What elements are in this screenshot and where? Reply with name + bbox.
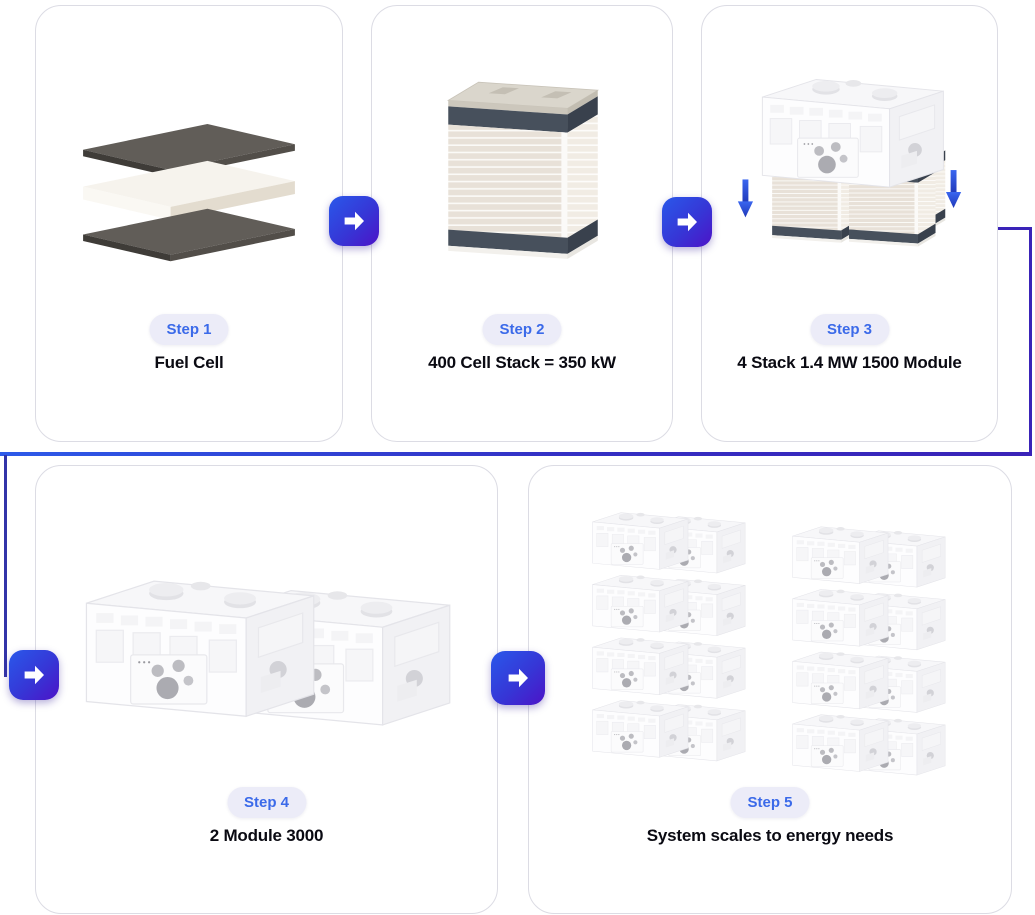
connector-horizontal: [0, 452, 1032, 456]
step-label-2: 400 Cell Stack = 350 kW: [428, 353, 616, 372]
two-modules-illustration: [61, 532, 471, 742]
step-card-2: Step 2 400 Cell Stack = 350 kW: [371, 5, 673, 442]
cell-stack-illustration: [447, 81, 599, 260]
right-arrow-icon: [508, 668, 528, 688]
step-badge-5: Step 5: [730, 787, 810, 818]
module-on-stacks-illustration: [737, 78, 962, 247]
step-card-5: Step 5 System scales to energy needs: [528, 465, 1012, 914]
step-label-3: 4 Stack 1.4 MW 1500 Module: [737, 353, 962, 372]
step-arrow-1-2: [329, 196, 379, 246]
right-arrow-icon: [677, 212, 697, 232]
connector-stub-from-step3: [988, 227, 1032, 230]
fuel-cell-plate-illustration: [83, 124, 295, 262]
module-grid-illustration: [582, 492, 958, 787]
step-arrow-into-4: [9, 650, 59, 700]
step-badge-1: Step 1: [149, 314, 229, 345]
step-arrow-4-5: [491, 651, 545, 705]
connector-right-vertical: [1029, 227, 1032, 456]
step-badge-2: Step 2: [482, 314, 562, 345]
connector-left-vertical: [4, 455, 7, 677]
step-badge-3: Step 3: [809, 314, 890, 345]
step-label-4: 2 Module 3000: [209, 826, 324, 845]
right-arrow-icon: [344, 211, 364, 231]
right-arrow-icon: [24, 665, 44, 685]
step-badge-4: Step 4: [226, 787, 307, 818]
step-arrow-2-3: [662, 197, 712, 247]
step-card-4: Step 4 2 Module 3000: [35, 465, 498, 914]
step-card-1: Step 1 Fuel Cell: [35, 5, 343, 442]
step-card-3: Step 3 4 Stack 1.4 MW 1500 Module: [701, 5, 998, 442]
step-label-5: System scales to energy needs: [646, 826, 894, 845]
step-label-1: Fuel Cell: [154, 353, 224, 372]
